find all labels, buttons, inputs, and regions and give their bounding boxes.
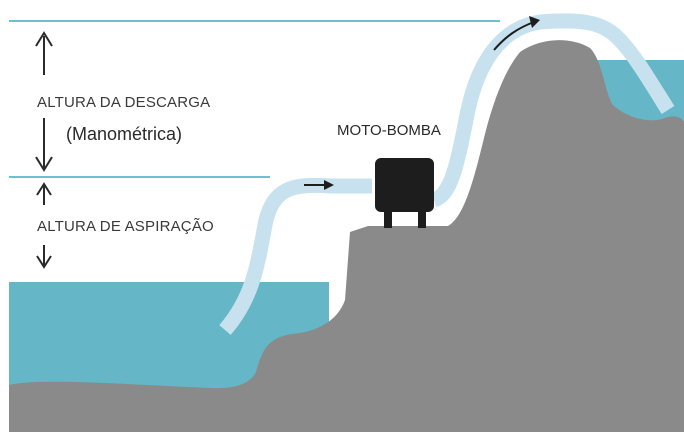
flow-arrow-icon — [304, 180, 334, 190]
flow-arrow-icon — [493, 16, 540, 51]
arrow-up-icon — [35, 31, 53, 75]
pump-label: MOTO-BOMBA — [337, 122, 441, 139]
arrow-up-icon — [36, 182, 52, 205]
suction-height-label: ALTURA DE ASPIRAÇÃO — [37, 218, 214, 235]
manometric-label: (Manométrica) — [66, 124, 183, 144]
arrow-down-icon — [35, 118, 53, 172]
arrow-down-icon — [36, 245, 52, 269]
discharge-height-label: ALTURA DA DESCARGA — [37, 94, 211, 111]
ground-rock — [9, 40, 684, 432]
moto-bomba-pump — [375, 158, 434, 228]
